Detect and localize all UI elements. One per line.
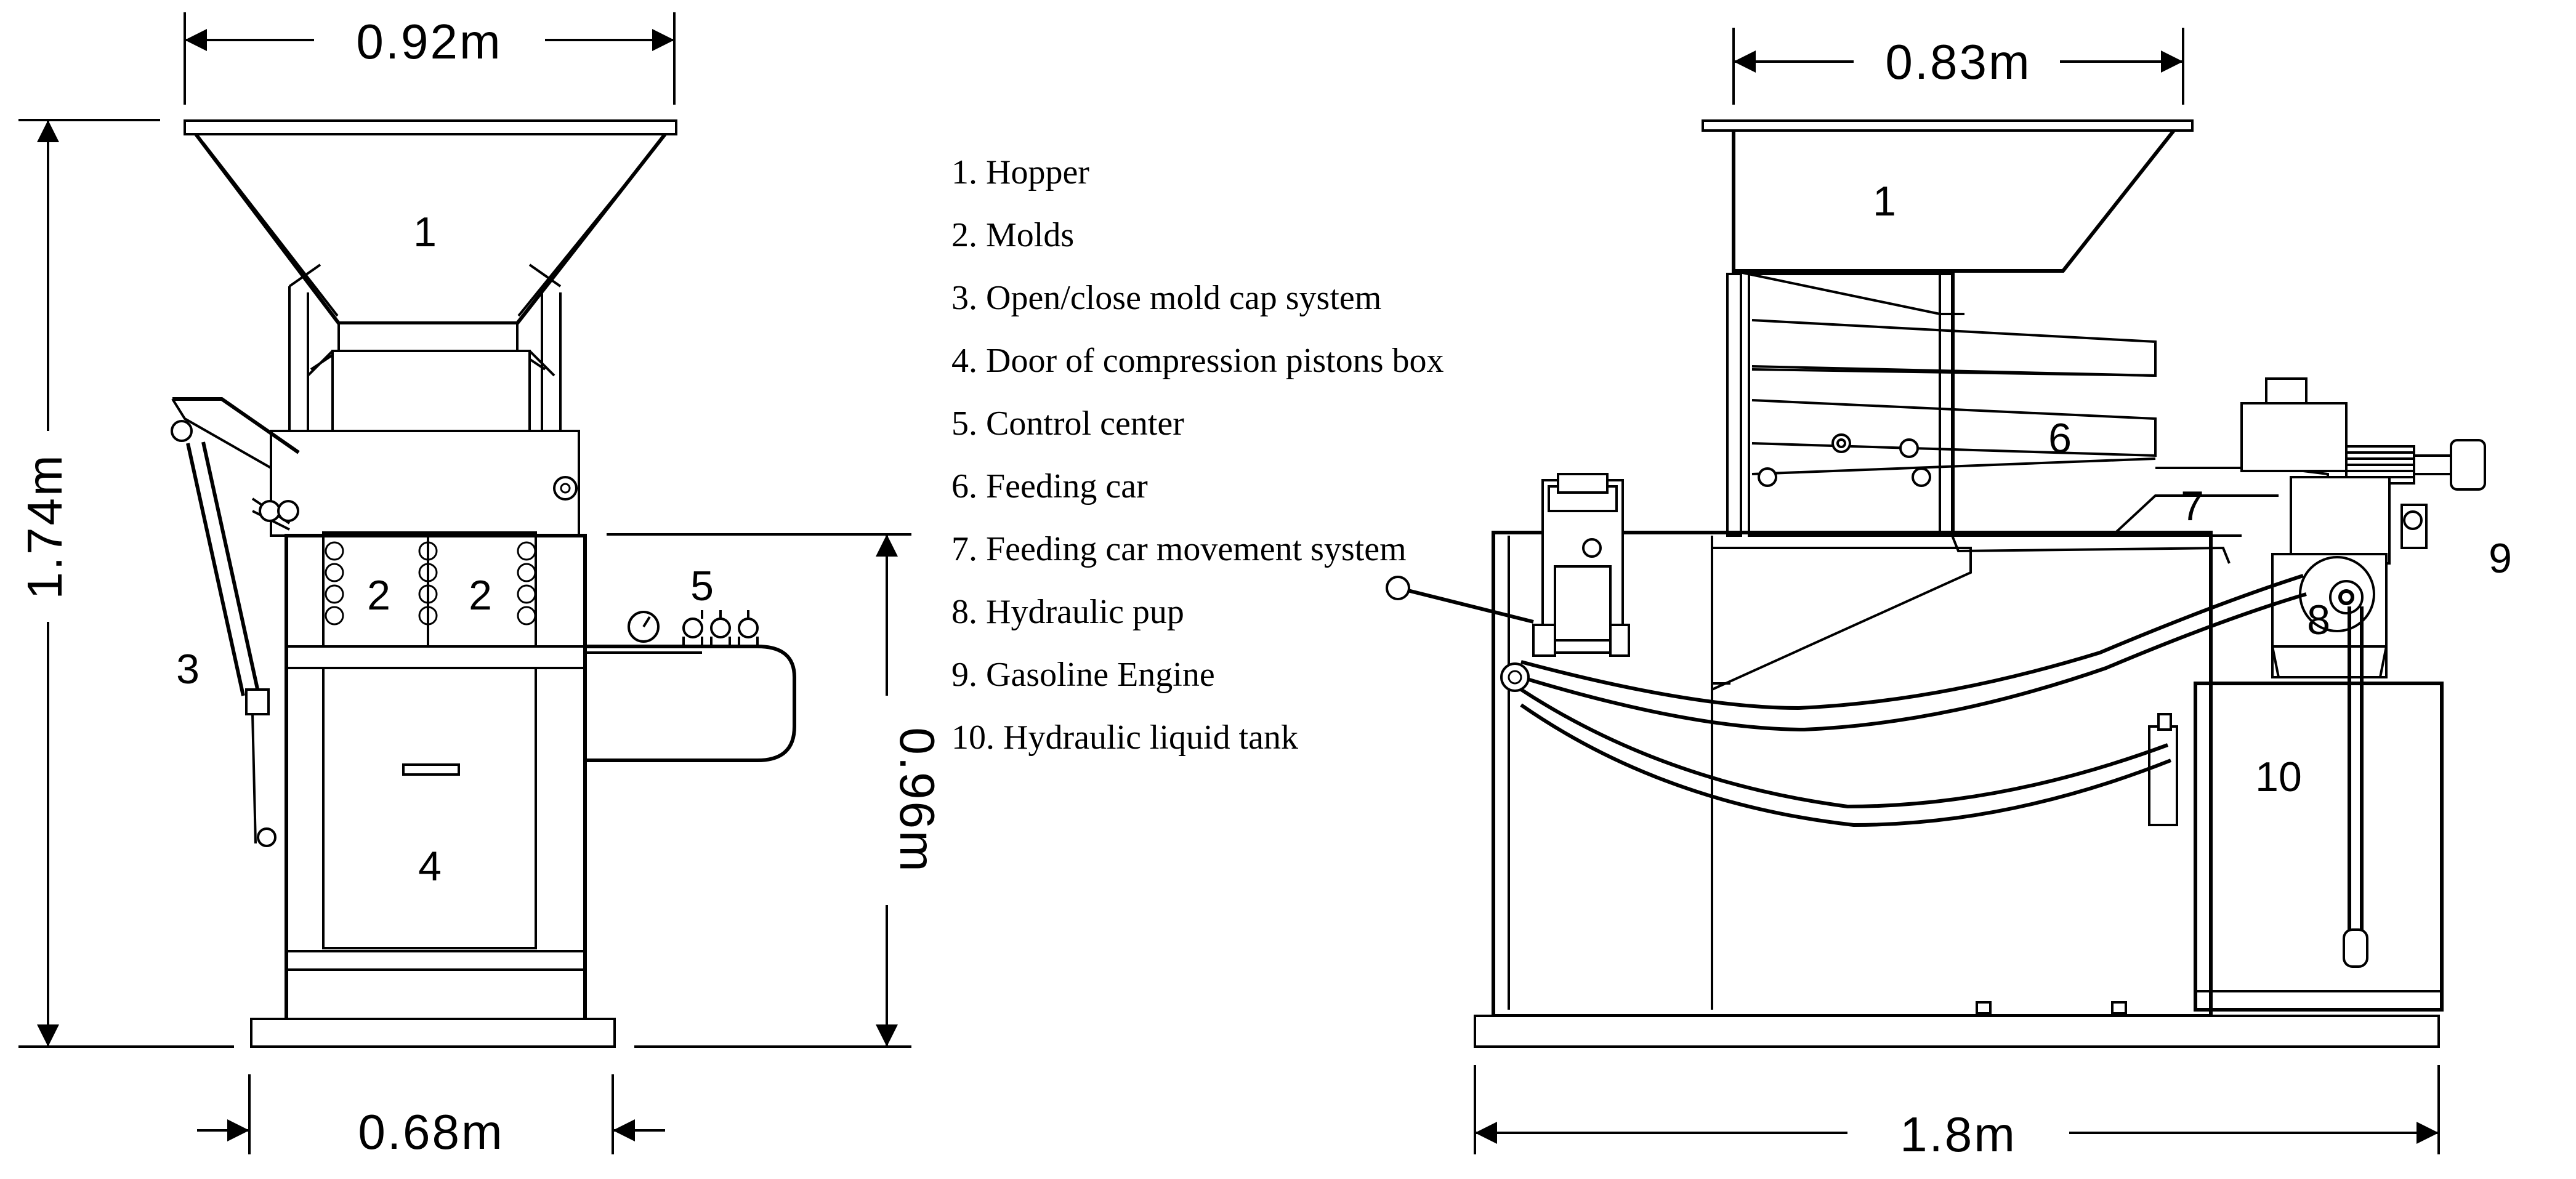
legend-item-7: 7. Feeding car movement system [951,530,1407,568]
side-feeding-move-label: 7 [2181,483,2204,529]
legend-item-8: 8. Hydraulic pup [951,593,1184,631]
side-pump-label: 8 [2307,597,2330,643]
front-hopper: 1 [184,119,677,371]
mold-balls-1 [325,541,536,626]
side-feeding-move: 7 [1951,467,2329,564]
front-cap-label: 3 [176,646,200,693]
front-hopper-label: 1 [413,209,437,256]
front-base-width-label: 0.68m [358,1105,504,1159]
front-height-dimension: 1.74m [17,119,234,1048]
front-molds: 2 2 [325,541,536,626]
front-door: 4 [322,667,537,949]
front-base [250,950,616,1048]
side-pump-handle [2343,606,2368,968]
legend-item-6: 6. Feeding car [951,467,1148,505]
front-top-width-label: 0.92m [356,14,502,69]
side-engine-label: 9 [2489,535,2512,582]
side-engine: 9 [2240,377,2512,582]
front-frame [270,264,580,537]
parts-legend: 1. Hopper 2. Molds 3. Open/close mold ca… [951,153,1444,757]
front-door-label: 4 [418,843,442,890]
side-feeding-car: 6 [1726,273,2157,537]
legend-item-9: 9. Gasoline Engine [951,656,1215,694]
front-height-label: 1.74m [17,453,72,599]
side-tank: 10 [2148,682,2444,1012]
legend-item-5: 5. Control center [951,404,1184,443]
side-frame [1474,531,2440,1048]
front-cap-system: 3 [171,397,300,847]
mold-left-label: 2 [367,572,390,619]
side-pump: 8 [2271,553,2388,678]
front-top-dimension: 0.92m [184,12,676,105]
side-view: 0.83m 1.8m 1 [1386,28,2512,1162]
front-view: 0.92m 1.74m 0.96m 0.68m [17,12,945,1159]
legend-item-2: 2. Molds [951,216,1074,254]
legend-item-4: 4. Door of compression pistons box [951,342,1444,380]
side-length-dimension: 1.8m [1474,1065,2440,1162]
side-feeding-car-label: 6 [2048,415,2072,462]
side-hopper-label: 1 [1873,178,1896,225]
side-length-label: 1.8m [1900,1107,2017,1162]
side-cap-mechanism [1386,473,1630,692]
side-top-width-label: 0.83m [1885,34,2031,89]
legend-item-3: 3. Open/close mold cap system [951,279,1381,317]
side-hoses [1520,574,2307,827]
legend-item-10: 10. Hydraulic liquid tank [951,718,1298,757]
side-tank-label: 10 [2255,754,2302,800]
mold-right-label: 2 [469,572,492,619]
side-top-dimension: 0.83m [1732,28,2184,105]
legend-item-1: 1. Hopper [951,153,1089,191]
front-control-center: 5 [585,563,796,762]
side-hopper: 1 [1702,119,2194,315]
front-table-height-dimension: 0.96m [607,533,945,1048]
front-base-dimension: 0.68m [197,1074,665,1159]
front-control-label: 5 [690,563,714,610]
front-table-height-label: 0.96m [890,727,945,873]
